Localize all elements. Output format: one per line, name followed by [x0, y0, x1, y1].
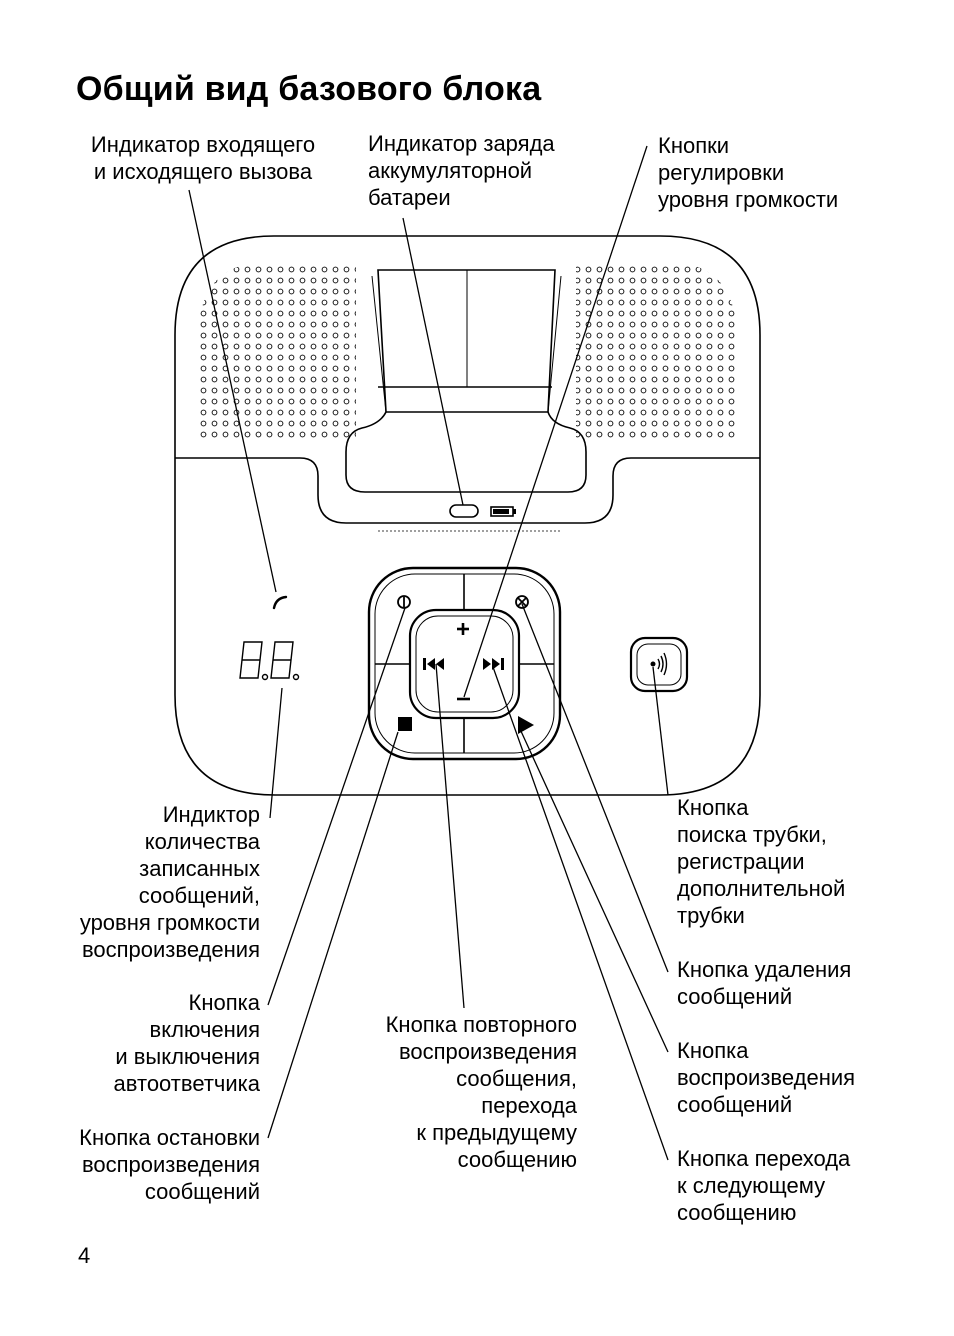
paging-icon	[650, 652, 668, 676]
phone-handset-icon	[272, 595, 288, 610]
volume-navigation-pad[interactable]	[408, 608, 521, 720]
delete-icon[interactable]	[515, 595, 529, 609]
speaker-grille-left	[198, 262, 356, 440]
play-icon[interactable]	[518, 716, 534, 734]
paging-button[interactable]	[629, 636, 689, 693]
base-unit-body	[174, 235, 761, 796]
previous-icon[interactable]	[423, 658, 444, 670]
page-number: 4	[78, 1243, 91, 1268]
leader-lines	[188, 145, 669, 1161]
battery-icon	[490, 506, 516, 517]
next-icon[interactable]	[483, 658, 504, 670]
charge-indicator	[449, 504, 479, 518]
speaker-grille-right	[576, 262, 737, 440]
stop-icon[interactable]	[398, 717, 412, 731]
panel-divider	[175, 457, 760, 524]
page-title: Общий вид базового блока	[76, 70, 542, 108]
power-icon[interactable]	[397, 595, 411, 609]
message-counter-display	[239, 641, 300, 681]
plus-icon[interactable]	[457, 623, 469, 635]
control-pad	[367, 566, 562, 761]
handset-cradle	[345, 269, 587, 493]
